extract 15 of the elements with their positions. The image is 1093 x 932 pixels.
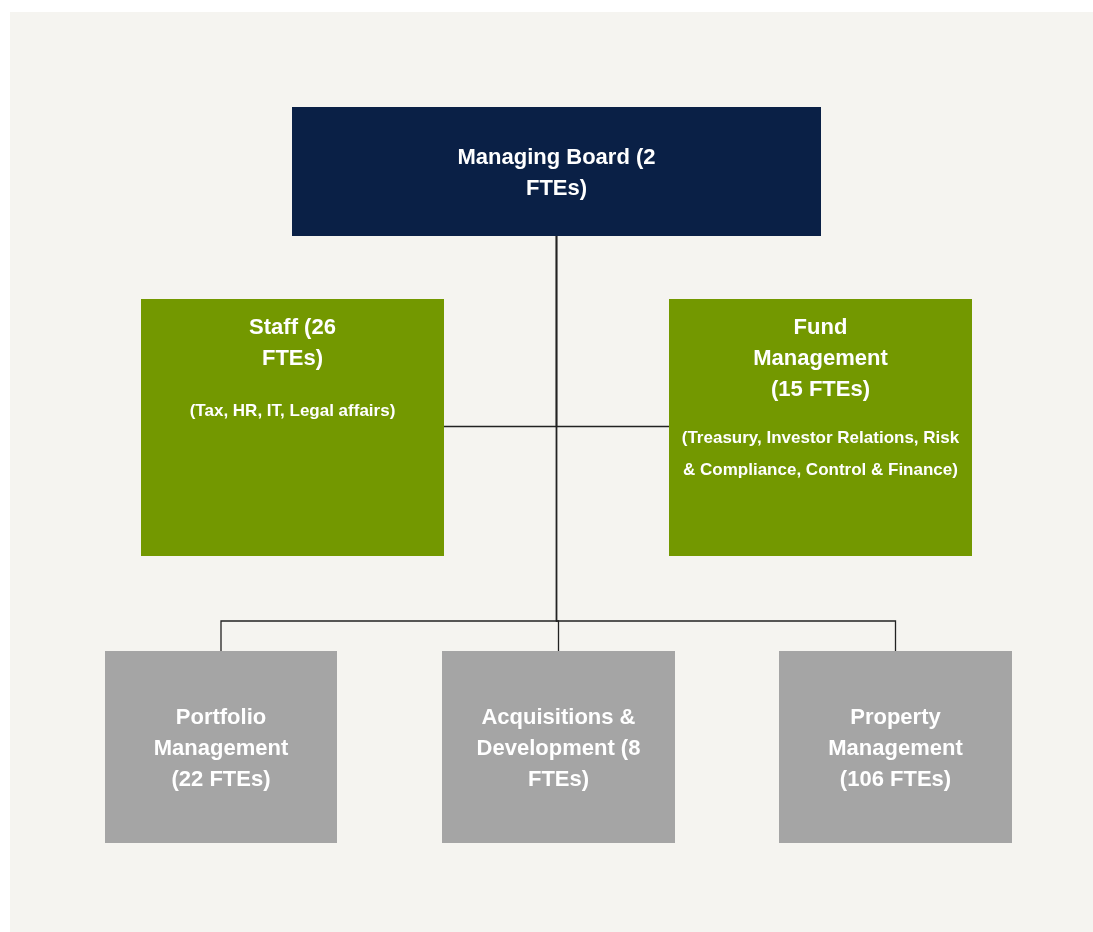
- department-box: [141, 299, 444, 556]
- connector-line: [555, 235, 897, 652]
- unit-title: Fund Management (15 FTEs): [752, 313, 889, 403]
- unit-title: Property Management (106 FTEs): [827, 702, 964, 793]
- unit-description: (Treasury, Investor Relations, Risk & Compliance, Control & Finance): [680, 427, 961, 481]
- unit-box: [442, 651, 675, 843]
- board-box: [292, 107, 821, 236]
- unit-box: [779, 651, 1012, 843]
- unit-title: Staff (26 FTEs): [248, 313, 337, 372]
- unit-title: Acquisitions & Development (8 FTEs): [475, 702, 642, 793]
- unit-box: [105, 651, 337, 843]
- unit-description: (Tax, HR, IT, Legal affairs): [188, 400, 397, 422]
- unit-title: Managing Board (2 FTEs): [456, 142, 657, 202]
- department-box: [669, 299, 972, 556]
- unit-title: Portfolio Management (22 FTEs): [152, 702, 290, 793]
